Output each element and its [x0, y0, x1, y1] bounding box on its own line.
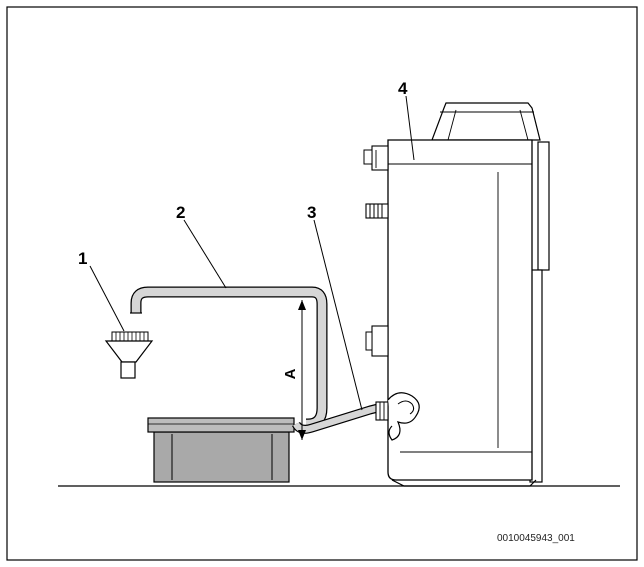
- pipe-fitting-lower: [365, 325, 389, 357]
- leader-lines: [89, 95, 415, 411]
- figure-id: 0010045943_001: [497, 533, 575, 544]
- condensate-outlet: [375, 392, 420, 441]
- collecting-tub: [147, 417, 295, 483]
- callout-2: 2: [176, 203, 185, 222]
- condensate-hose: [130, 286, 328, 430]
- dimension-label: A: [282, 368, 299, 379]
- funnel: [104, 331, 154, 379]
- pipe-fitting: [365, 203, 389, 219]
- callout-3: 3: [307, 203, 316, 222]
- figure-frame: [6, 6, 638, 561]
- callout-1: 1: [78, 249, 87, 268]
- dimension-a: [298, 300, 306, 440]
- boiler: [363, 102, 550, 487]
- callout-4: 4: [398, 79, 408, 98]
- drain-hose: [291, 403, 380, 434]
